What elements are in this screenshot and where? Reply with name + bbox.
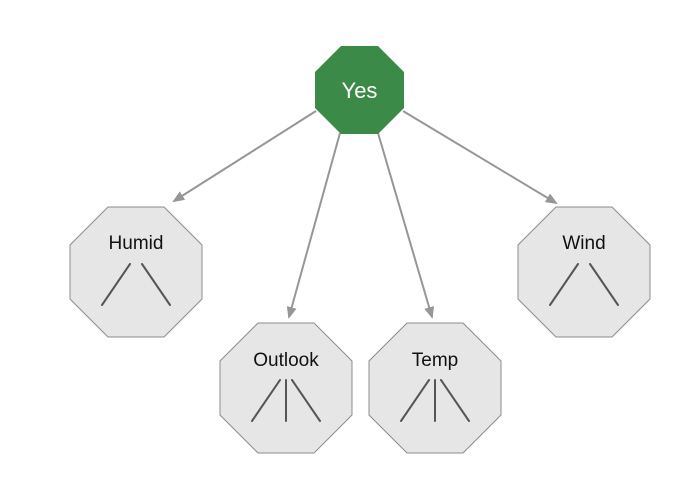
wind-octagon [517,206,651,338]
outlook-label: Outlook [253,350,319,371]
temp-branch-icon [400,379,470,422]
wind-branch-icon [549,263,619,306]
humid-label: Humid [109,233,164,254]
temp-label: Temp [412,350,458,371]
child-node-outlook: Outlook [219,322,353,454]
edge-root-outlook [286,132,341,319]
child-node-humid: Humid [69,206,203,338]
root-node: Yes [315,46,404,134]
root-octagon [315,46,404,134]
outlook-branch-icon [251,379,321,422]
humid-octagon [69,206,203,338]
wind-label: Wind [562,233,605,254]
humid-branch-icon [101,263,171,306]
edge-root-humid [172,110,317,203]
edge-root-temp [377,132,434,319]
edges [172,110,558,319]
root-node-label: Yes [342,78,378,103]
child-node-temp: Temp [368,322,502,454]
child-node-wind: Wind [517,206,651,338]
edge-root-wind [402,110,558,205]
